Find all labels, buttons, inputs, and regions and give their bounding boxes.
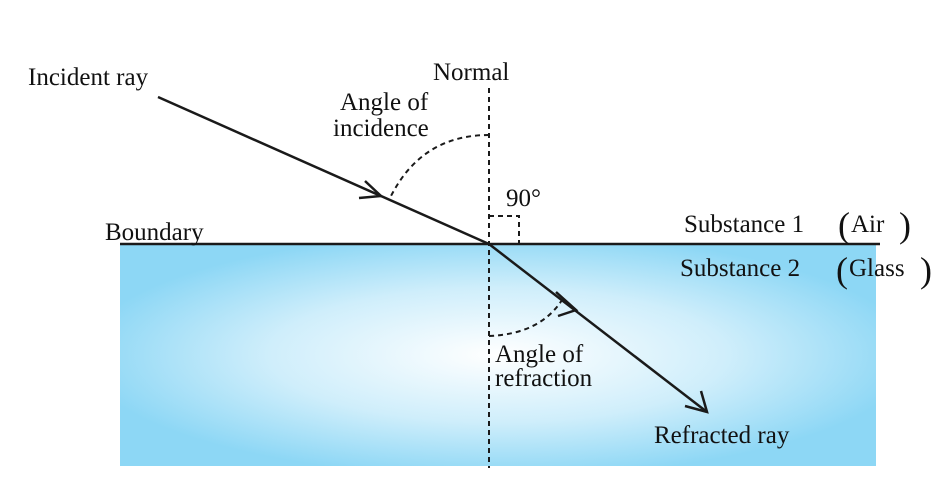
refracted-end-arrow-icon [684, 390, 709, 414]
incident-arrow-icon [358, 180, 384, 200]
substance1-close-paren: ) [899, 205, 911, 245]
substance1-label: Substance 1 [684, 211, 804, 238]
angle-incidence-label-line1: Angle of [340, 89, 429, 116]
refracted-ray-label: Refracted ray [654, 422, 790, 449]
substance2-open-paren: ( [836, 250, 848, 290]
refracted-arrow-icon [555, 291, 579, 318]
angle-incidence-label-line2: incidence [333, 115, 429, 142]
incident-ray-line [157, 95, 490, 246]
substance2-close-paren: ) [920, 250, 932, 290]
right-angle-label: 90° [506, 185, 541, 212]
substance1-open-paren: ( [838, 205, 850, 245]
incident-ray-label: Incident ray [28, 64, 149, 91]
boundary-label: Boundary [105, 219, 204, 246]
substance2-material-label: Glass [849, 255, 905, 282]
substance2-label: Substance 2 [680, 255, 800, 282]
normal-label: Normal [433, 59, 509, 86]
glass-region [120, 244, 876, 466]
angle-refraction-label-line1: Angle of [495, 341, 584, 368]
refraction-angle-arc [488, 299, 563, 337]
incidence-angle-arc [388, 134, 490, 201]
substance1-material-label: Air [851, 211, 885, 238]
right-angle-marker [489, 215, 520, 244]
refracted-ray-line [488, 243, 708, 413]
angle-refraction-label-line2: refraction [495, 365, 593, 392]
